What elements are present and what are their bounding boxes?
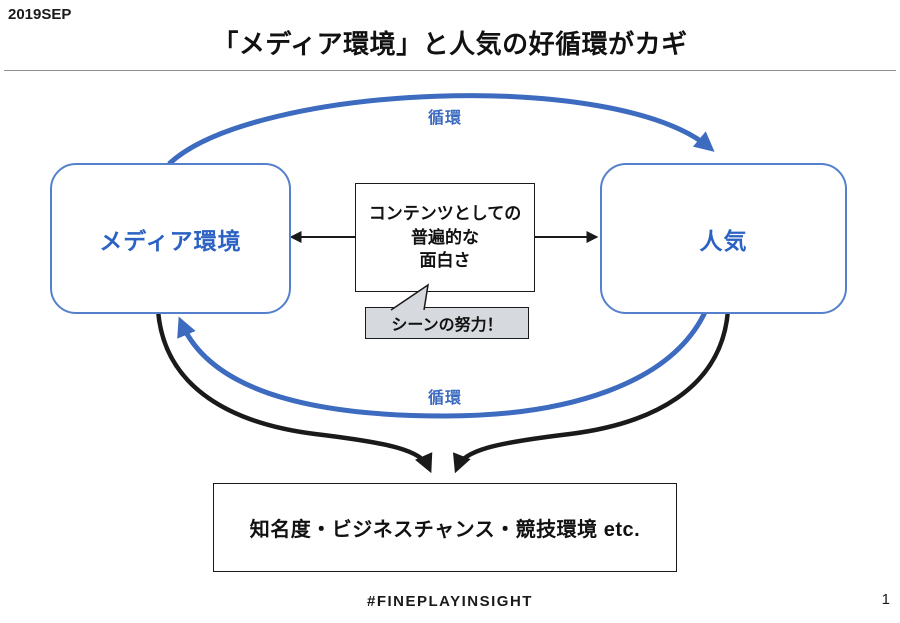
content-appeal-node: コンテンツとしての 普遍的な 面白さ: [355, 183, 535, 292]
top-cycle-label: 循環: [427, 110, 463, 127]
footer-hashtag: #FINEPLAYINSIGHT: [367, 593, 533, 610]
scene-effort-callout: シーンの努力！: [365, 307, 529, 339]
page-number: 1: [881, 591, 890, 608]
popularity-node: 人気: [600, 163, 847, 314]
popularity-label: 人気: [699, 227, 748, 254]
scene-effort-label: シーンの努力！: [391, 317, 503, 334]
content-appeal-label: コンテンツとしての 普遍的な 面白さ: [368, 204, 522, 271]
media-environment-label: メディア環境: [99, 227, 242, 254]
date-label: 2019SEP: [8, 6, 72, 23]
bottom-cycle-label: 循環: [427, 390, 463, 407]
media-environment-node: メディア環境: [50, 163, 291, 314]
slide-title: 「メディア環境」と人気の好循環がカギ: [212, 29, 688, 59]
outcome-label: 知名度・ビジネスチャンス・競技環境 etc.: [249, 519, 641, 541]
outcome-node: 知名度・ビジネスチャンス・競技環境 etc.: [213, 483, 677, 572]
title-divider: [4, 70, 896, 71]
